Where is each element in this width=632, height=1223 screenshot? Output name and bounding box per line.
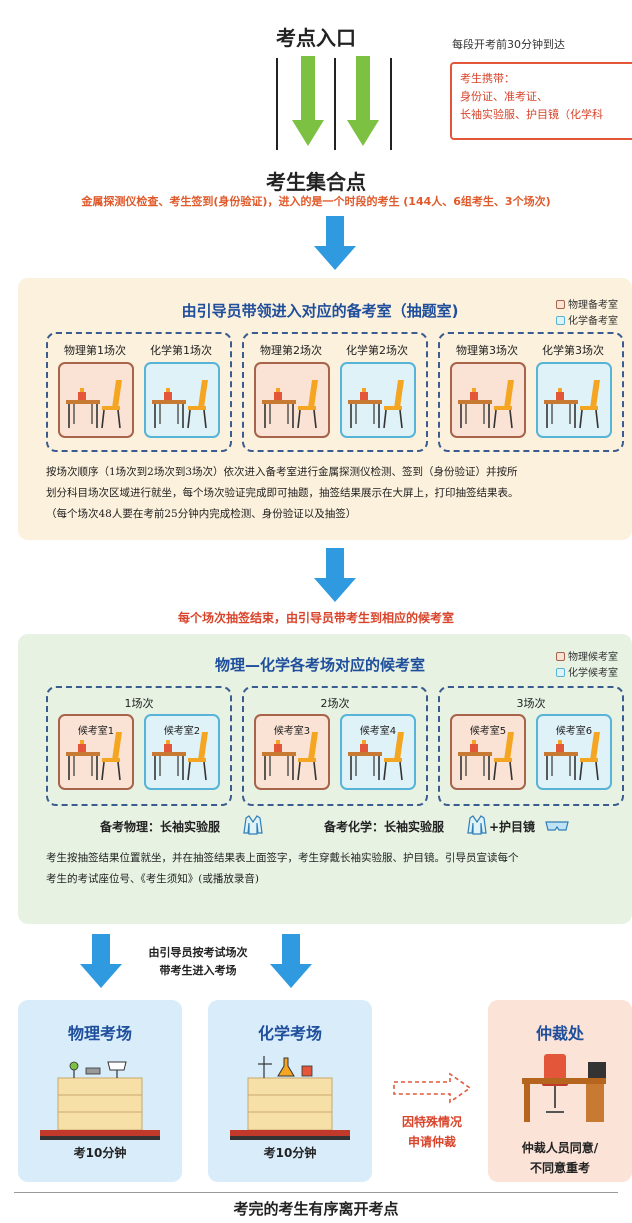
chem-wait-room: 候考室4: [340, 714, 416, 790]
room-label: 化学第2场次: [346, 344, 408, 357]
session-label: 1场次: [124, 697, 154, 710]
wait-group-3: [438, 686, 624, 806]
wait-title: 物理—化学各考场对应的候考室: [214, 656, 425, 674]
wait-group-1: [46, 686, 232, 806]
carry-title: 考生携带：: [460, 72, 515, 85]
legend-phys-prep: 物理备考室: [556, 296, 618, 311]
chem-requirement: 备考化学：长袖实验服: [324, 820, 445, 834]
footer-note: 考完的考生有序离开考点: [233, 1200, 399, 1218]
down-arrow-blue-icon: [80, 934, 122, 988]
phys-requirement: 备考物理：长袖实验服: [100, 820, 221, 834]
phys-prep-room: [254, 362, 330, 438]
arrival-note: 每段开考前30分钟到达: [452, 38, 565, 51]
lab-coat-icon: [243, 815, 263, 835]
phys-wait-room: 候考室5: [450, 714, 526, 790]
gather-subtitle: 金属探测仪检查、考生签到(身份验证)，进入的是一个时段的考生 (144人、6组考…: [81, 195, 551, 208]
prep-group-2: [242, 332, 428, 452]
carry-line-1: 身份证、准考证、: [460, 90, 548, 103]
legend-chem-wait: 化学候考室: [556, 664, 618, 679]
down-arrow-blue-icon: [314, 216, 356, 270]
room-label: 化学第3场次: [542, 344, 604, 357]
carry-items-box: 考生携带： 身份证、准考证、 长袖实验服、护目镜（化学科: [450, 62, 632, 140]
carry-line-2: 长袖实验服、护目镜（化学科: [460, 108, 603, 121]
classroom-desk-chair-icon: [60, 364, 132, 436]
room-label: 物理第3场次: [456, 344, 518, 357]
classroom-desk-chair-icon: [146, 364, 218, 436]
lab-bench-icon: [230, 1056, 350, 1140]
chem-wait-room: 候考室6: [536, 714, 612, 790]
lane-line: [390, 58, 392, 150]
phys-prep-room: [450, 362, 526, 438]
lab-bench-icon: [40, 1061, 160, 1140]
prep-group-3: [438, 332, 624, 452]
arbitration-title: 仲裁处: [535, 1024, 584, 1043]
room-label: 物理第2场次: [260, 344, 322, 357]
chemistry-exam-time: 考10分钟: [263, 1146, 317, 1160]
chem-prep-room: [144, 362, 220, 438]
physics-exam-title: 物理考场: [67, 1024, 132, 1043]
down-arrow-green-icon: [347, 56, 379, 146]
chem-prep-room: [536, 362, 612, 438]
legend-chem-prep: 化学备考室: [556, 312, 618, 327]
divider: [14, 1192, 618, 1193]
legend-phys-wait: 物理候考室: [556, 648, 618, 663]
classroom-desk-chair-icon: [342, 364, 414, 436]
lane-line: [276, 58, 278, 150]
arbitration-result: 仲裁人员同意/ 不同意重考: [521, 1141, 599, 1175]
physics-exam-time: 考10分钟: [73, 1146, 127, 1160]
entry-title: 考点入口: [276, 26, 356, 50]
special-case-note: 因特殊情况 申请仲裁: [401, 1115, 462, 1149]
gather-title: 考生集合点: [266, 170, 366, 194]
phys-wait-room: 候考室1: [58, 714, 134, 790]
goggles-icon: [545, 821, 569, 831]
chem-requirement-extra: +护目镜: [489, 820, 536, 834]
down-arrow-green-icon: [292, 56, 324, 146]
classroom-desk-chair-icon: [452, 364, 524, 436]
prep-description: 按场次顺序（1场次到2场次到3场次）依次进入备考室进行金属探测仪检测、签到（身份…: [46, 466, 519, 520]
down-arrow-blue-icon: [314, 548, 356, 602]
prep-title: 由引导员带领进入对应的备考室（抽题室): [181, 302, 459, 320]
phys-prep-room: [58, 362, 134, 438]
session-label: 2场次: [320, 697, 350, 710]
room-label: 物理第1场次: [64, 344, 126, 357]
guide-note: 由引导员按考试场次 带考生进入考场: [148, 946, 248, 977]
classroom-desk-chair-icon: [256, 364, 328, 436]
chem-wait-room: 候考室2: [144, 714, 220, 790]
arbitration-office-icon: [522, 1054, 606, 1122]
session-label: 3场次: [516, 697, 546, 710]
chemistry-exam-title: 化学考场: [257, 1024, 322, 1043]
wait-description: 考生按抽签结果位置就坐，并在抽签结果表上面签字，考生穿戴长袖实验服、护目镜。引导…: [46, 852, 519, 885]
lane-line: [334, 58, 336, 150]
lab-coat-icon: [467, 815, 487, 835]
classroom-desk-chair-icon: [538, 364, 610, 436]
transfer-note: 每个场次抽签结束，由引导员带考生到相应的候考室: [177, 611, 454, 625]
dashed-right-arrow-icon: [393, 1072, 472, 1104]
chem-prep-room: [340, 362, 416, 438]
phys-wait-room: 候考室3: [254, 714, 330, 790]
arbitration-office: [488, 1000, 632, 1182]
prep-group-1: [46, 332, 232, 452]
down-arrow-blue-icon: [270, 934, 312, 988]
room-label: 化学第1场次: [150, 344, 212, 357]
wait-group-2: [242, 686, 428, 806]
